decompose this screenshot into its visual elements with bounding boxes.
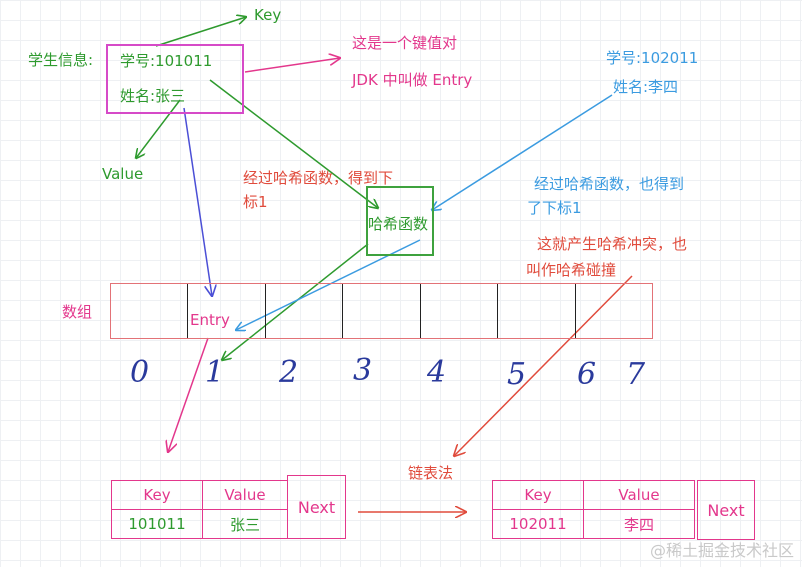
array-index: 0: [130, 355, 150, 390]
arrow-student2-to-hash: [432, 94, 613, 210]
collision-note-line1: 这就产生哈希冲突，也: [537, 235, 688, 253]
node-value: 张三: [202, 509, 288, 539]
array-slot: [574, 284, 652, 338]
hash-result-note-line1: 经过哈希函数，得到下: [243, 169, 394, 187]
array-index: 2: [279, 355, 299, 390]
student-info-label: 学生信息:: [28, 51, 94, 69]
collision-note-line2: 叫作哈希碰撞: [526, 261, 617, 279]
watermark: @稀土掘金技术社区: [649, 541, 794, 560]
key-label: Key: [254, 6, 282, 24]
arrow-hash-to-index1: [222, 243, 369, 360]
hash-result2-note-line2: 了下标1: [527, 199, 582, 217]
node-value-header: Value: [583, 480, 695, 510]
array-index: 7: [626, 357, 646, 392]
arrow-id-to-hash: [209, 79, 378, 208]
linked-list-label: 链表法: [408, 464, 454, 482]
hash-array: [110, 283, 653, 339]
arrow-collision-to-node2: [454, 275, 633, 456]
arrow-id-to-key: [155, 17, 246, 47]
arrow-name-to-entry: [183, 107, 212, 296]
node-value-header: Value: [202, 480, 288, 510]
student2-id-label: 学号:102011: [606, 49, 699, 67]
node-key: 101011: [111, 509, 203, 539]
student-record-box: [106, 44, 244, 114]
jdk-entry-note: JDK 中叫做 Entry: [352, 71, 473, 89]
array-slot: [187, 284, 264, 338]
arrow-box-to-kv-note: [244, 58, 340, 73]
value-label: Value: [102, 165, 144, 183]
array-index: 4: [427, 355, 447, 390]
array-index: 6: [577, 357, 597, 392]
hash-result-note-line2: 标1: [243, 193, 268, 211]
array-index: 5: [507, 357, 527, 392]
node-value: 李四: [583, 509, 695, 539]
kv-pair-note: 这是一个键值对: [352, 34, 458, 52]
hash-function-box: [366, 186, 434, 256]
array-label: 数组: [62, 303, 93, 321]
node-key-header: Key: [492, 480, 584, 510]
node-next-pointer: Next: [697, 480, 755, 540]
linked-node-1: Key Value 101011 张三: [111, 480, 288, 539]
linked-node-2: Key Value 102011 李四: [492, 480, 695, 539]
node-key-header: Key: [111, 480, 203, 510]
student-name-label: 姓名:张三: [120, 87, 186, 105]
student2-name-label: 姓名:李四: [613, 78, 679, 96]
array-slot: [342, 284, 419, 338]
entry-label: Entry: [190, 311, 230, 329]
array-slot: [419, 284, 497, 338]
array-index: 3: [353, 353, 373, 388]
arrow-index1-to-node: [168, 337, 209, 452]
student-id-label: 学号:101011: [120, 52, 213, 70]
node-next-pointer: Next: [287, 475, 346, 539]
hash-result2-note-line1: 经过哈希函数，也得到: [534, 175, 685, 193]
array-slot: [264, 284, 342, 338]
array-index: 1: [205, 355, 225, 390]
hash-function-label: 哈希函数: [368, 215, 429, 233]
array-slot: [497, 284, 574, 338]
arrow-name-to-value: [136, 99, 181, 158]
array-slot: [111, 284, 187, 338]
node-key: 102011: [492, 509, 584, 539]
